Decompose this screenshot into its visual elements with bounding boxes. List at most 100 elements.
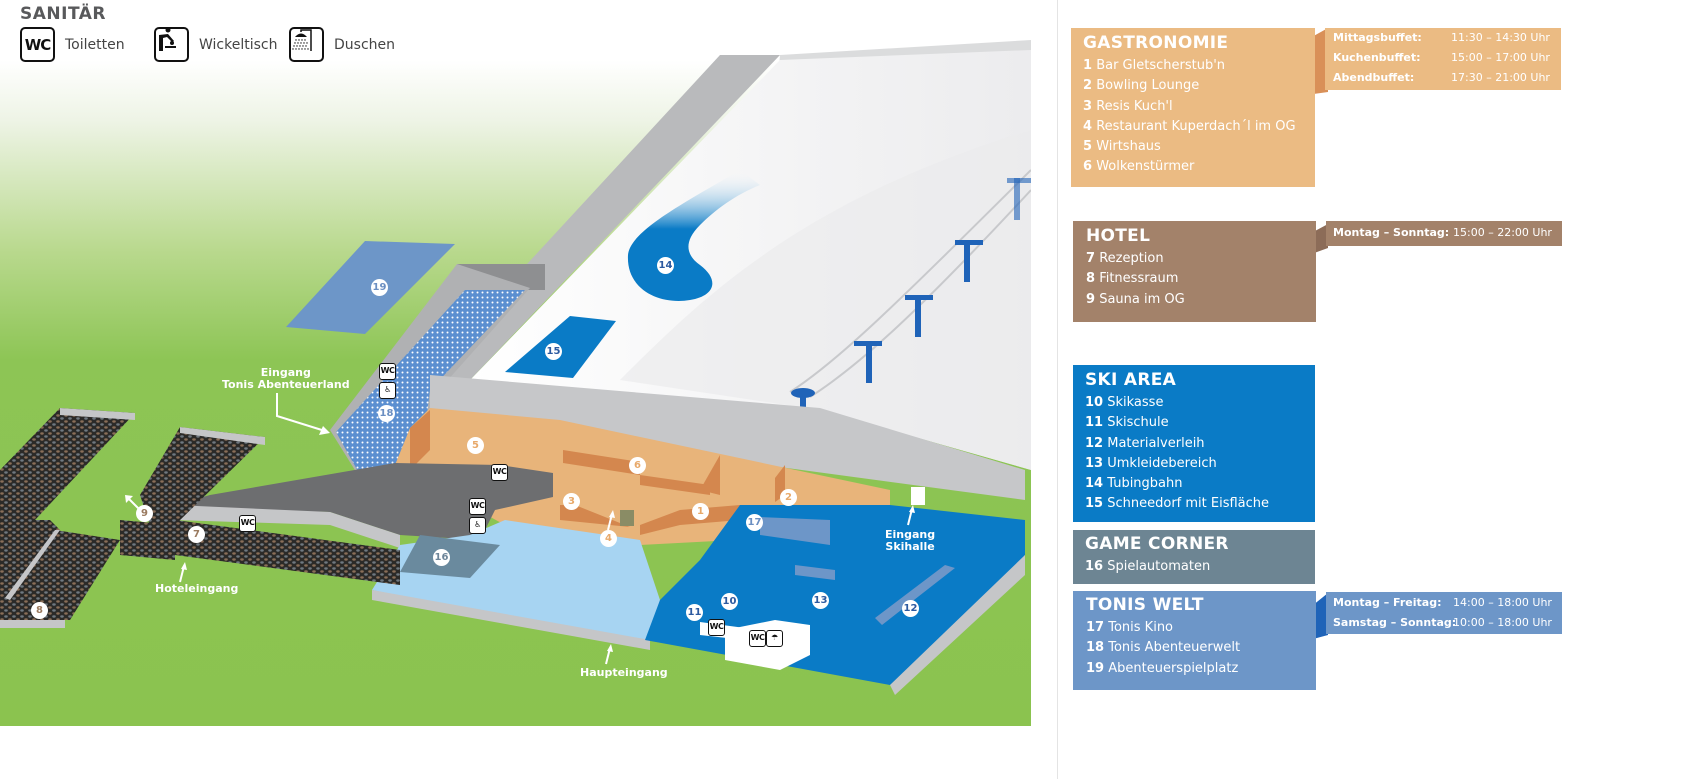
hotel-roof-edge [175,505,400,548]
marker-5[interactable]: 5 [467,437,484,454]
item-number: 15 [1085,496,1104,512]
label-line: Skihalle [885,540,935,553]
list-item[interactable]: 9 Sauna im OG [1086,290,1303,310]
hours-time: 11:30 – 14:30 Uhr [1451,31,1550,44]
ski-area-walls [760,517,955,625]
hours-time: 15:00 – 17:00 Uhr [1451,51,1550,64]
gastronomie-list: 1 Bar Gletscherstub'n 2 Bowling Lounge 3… [1083,56,1303,178]
label-eingang-skihalle: Eingang Skihalle [885,529,935,553]
sanitaer-title: SANITÄR [20,4,106,24]
ski-area-edge [890,555,1025,695]
panel-tonis-welt: TONIS WELT 17 Tonis Kino 18 Tonis Abente… [1073,591,1316,690]
hours-day: Abendbuffet: [1333,71,1415,84]
marker-15[interactable]: 15 [545,343,562,360]
ski-lift-cable [789,169,1031,393]
item-number: 18 [1086,640,1105,656]
panel-hotel: HOTEL 7 Rezeption 8 Fitnessraum 9 Sauna … [1073,221,1316,322]
arrow-icon [907,505,915,526]
list-item[interactable]: 18 Tonis Abenteuerwelt [1086,638,1303,658]
marker-6[interactable]: 6 [629,457,646,474]
wc-icon: WC [491,464,508,481]
lobby-edge [372,590,650,650]
arrow-icon [276,393,330,435]
list-item[interactable]: 5 Wirtshaus [1083,137,1303,157]
item-number: 1 [1083,58,1093,73]
marker-13[interactable]: 13 [812,592,829,609]
wc-icon: WC [379,363,396,380]
panel-ski-area: SKI AREA 10 Skikasse 11 Skischule 12 Mat… [1073,365,1315,522]
item-name: Spielautomaten [1107,559,1211,574]
item-name: Bar Gletscherstub'n [1096,58,1226,73]
marker-19[interactable]: 19 [371,279,388,296]
item-number: 14 [1085,476,1104,492]
item-name: Restaurant Kuperdach´l im OG [1096,118,1296,134]
wc-icon: WC [708,619,725,636]
marker-1[interactable]: 1 [692,503,709,520]
list-item[interactable]: 2 Bowling Lounge [1083,76,1303,96]
item-number: 6 [1083,159,1093,175]
item-number: 8 [1086,271,1096,287]
panel-title: GASTRONOMIE [1083,33,1229,53]
marker-4[interactable]: 4 [600,530,617,547]
panel-title: GAME CORNER [1085,534,1229,554]
legend-wickeltisch: Wickeltisch [154,27,277,62]
marker-10[interactable]: 10 [721,593,738,610]
panel-title: TONIS WELT [1086,595,1204,615]
hotel-list: 7 Rezeption 8 Fitnessraum 9 Sauna im OG [1086,249,1303,310]
item-name: Skikasse [1107,395,1164,410]
marker-17[interactable]: 17 [746,514,763,531]
marker-9[interactable]: 9 [136,505,153,522]
arrow-icon [179,562,187,583]
marker-7[interactable]: 7 [188,526,205,543]
marker-3[interactable]: 3 [563,493,580,510]
baby-changing-icon: ♿ [469,517,486,534]
list-item[interactable]: 12 Materialverleih [1085,434,1303,454]
list-item[interactable]: 6 Wolkenstürmer [1083,157,1303,177]
list-item[interactable]: 14 Tubingbahn [1085,474,1303,494]
list-item[interactable]: 4 Restaurant Kuperdach´l im OG [1083,117,1303,137]
marker-8[interactable]: 8 [31,602,48,619]
list-item[interactable]: 10 Skikasse [1085,393,1303,413]
ski-lift-station [791,388,815,398]
list-item[interactable]: 19 Abenteuerspielplatz [1086,659,1303,679]
abenteuerspielplatz-area [286,241,455,334]
gastronomie-walls [410,410,785,535]
item-name: Skischule [1107,415,1169,431]
legend-label: Wickeltisch [199,36,278,53]
item-number: 5 [1083,139,1093,155]
label-hoteleingang: Hoteleingang [155,582,239,595]
item-number: 2 [1083,78,1093,94]
item-name: Tonis Kino [1108,620,1174,635]
game-corner-area [400,535,500,578]
list-item[interactable]: 7 Rezeption [1086,249,1303,269]
hours-day: Kuchenbuffet: [1333,51,1421,64]
marker-14[interactable]: 14 [657,257,674,274]
hotel-walkways [0,408,400,620]
list-item[interactable]: 17 Tonis Kino [1086,618,1303,638]
list-item[interactable]: 3 Resis Kuch'l [1083,97,1303,117]
panel-divider [1057,0,1058,779]
list-item[interactable]: 16 Spielautomaten [1085,557,1303,577]
hotel-roof [175,463,553,540]
marker-2[interactable]: 2 [780,489,797,506]
marker-16[interactable]: 16 [433,549,450,566]
list-item[interactable]: 13 Umkleidebereich [1085,454,1303,474]
ski-lift-towers [854,178,1031,383]
hours-row: Montag – Sonntag:15:00 – 22:00 Uhr [1333,223,1555,243]
marker-12[interactable]: 12 [902,600,919,617]
shower-icon [289,27,324,62]
legend-label: Duschen [334,36,396,53]
item-name: Fitnessraum [1099,271,1179,287]
hours-time: 14:00 – 18:00 Uhr [1453,596,1552,609]
list-item[interactable]: 8 Fitnessraum [1086,269,1303,289]
skihall-door [911,487,925,505]
label-eingang-tonis: Eingang Tonis Abenteuerland [222,367,350,391]
label-line: Eingang [885,528,936,541]
panel-game-corner: GAME CORNER 16 Spielautomaten [1073,530,1315,584]
list-item[interactable]: 11 Skischule [1085,413,1303,433]
list-item[interactable]: 15 Schneedorf mit Eisfläche [1085,494,1303,514]
item-name: Sauna im OG [1099,291,1185,307]
marker-18[interactable]: 18 [378,405,395,422]
marker-11[interactable]: 11 [686,604,703,621]
list-item[interactable]: 1 Bar Gletscherstub'n [1083,56,1303,76]
